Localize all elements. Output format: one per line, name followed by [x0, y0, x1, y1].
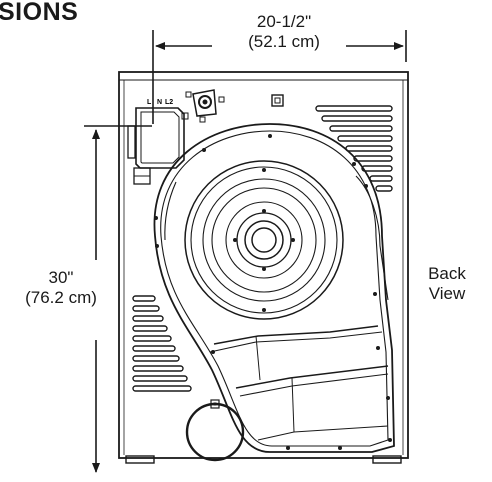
back-view-label: Back View	[412, 264, 482, 304]
terminal-block	[127, 107, 189, 185]
upper-vent-slots	[315, 105, 393, 192]
terminal-labels: L N L2	[147, 99, 173, 106]
service-port	[271, 94, 284, 107]
width-metric: (52.1 cm)	[248, 32, 320, 51]
view-line-1: Back	[428, 264, 466, 283]
width-dimension-line	[152, 30, 407, 124]
height-dimension-line	[84, 125, 152, 473]
terminal-label-n: N	[157, 99, 162, 106]
terminal-label-l2: L2	[165, 99, 173, 106]
section-heading: SIONS	[0, 0, 79, 26]
height-dimension-label: 30" (76.2 cm)	[6, 268, 116, 308]
duct-housing	[153, 123, 395, 453]
width-dimension-label: 20-1/2" (52.1 cm)	[214, 12, 354, 52]
gas-inlet-fitting	[185, 89, 225, 123]
view-line-2: View	[428, 284, 466, 303]
lower-vent-slots	[132, 295, 192, 392]
dryer-cabinet	[118, 71, 409, 464]
width-imperial: 20-1/2"	[256, 12, 312, 31]
drum-rear	[184, 160, 344, 320]
height-imperial: 30"	[48, 268, 74, 287]
exhaust-outlet	[185, 399, 245, 462]
mounting-screws	[154, 134, 392, 450]
terminal-label-l: L	[147, 99, 152, 106]
height-metric: (76.2 cm)	[25, 288, 97, 307]
